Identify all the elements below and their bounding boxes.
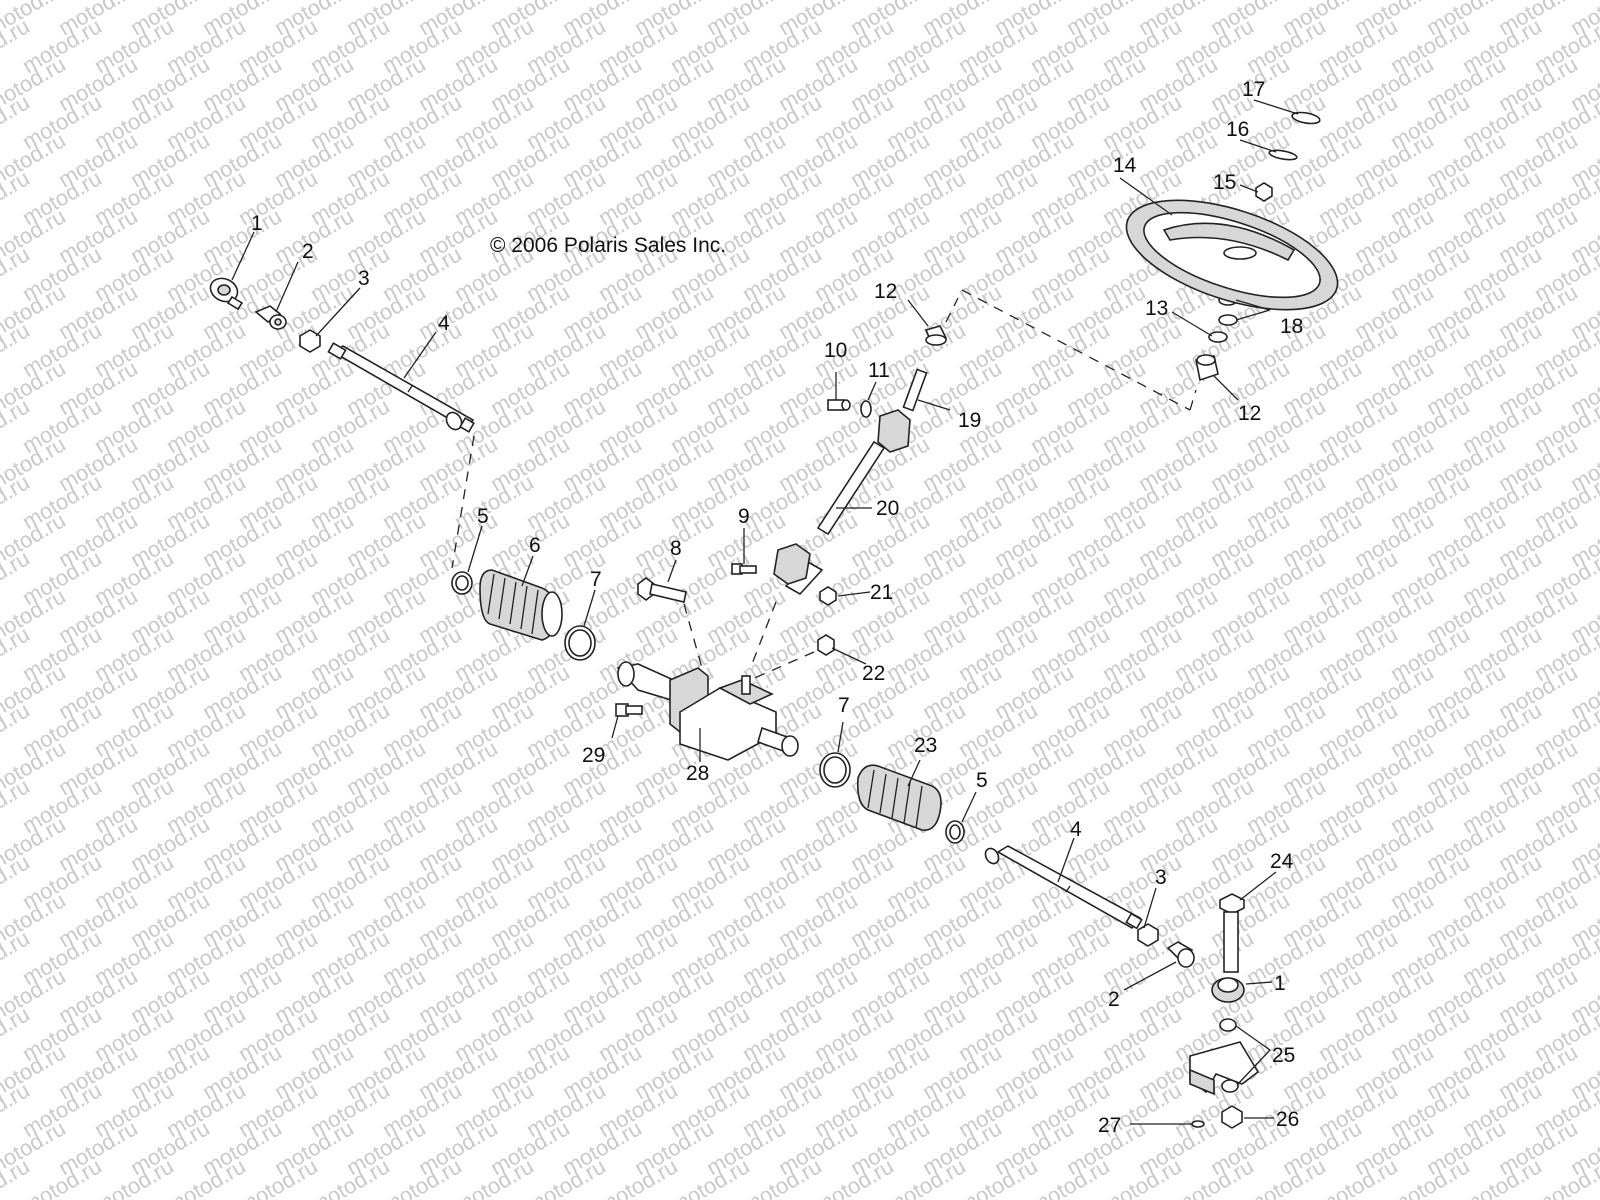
right-ring-5 bbox=[945, 820, 965, 844]
callout-2-left: 2 bbox=[302, 240, 314, 263]
right-clamp-7 bbox=[819, 752, 851, 788]
callout-28: 28 bbox=[686, 762, 709, 785]
callout-25: 25 bbox=[1272, 1044, 1295, 1067]
right-jam-nut-3 bbox=[1137, 923, 1159, 947]
leader-dash-22 bbox=[749, 651, 815, 681]
callout-23: 23 bbox=[914, 734, 937, 757]
right-tie-rod-4 bbox=[984, 845, 1143, 930]
leader-dash-20 bbox=[751, 601, 777, 665]
callout-4-right: 4 bbox=[1070, 818, 1082, 841]
callout-6: 6 bbox=[529, 534, 541, 557]
callout-13: 13 bbox=[1145, 297, 1168, 320]
cotter-pin-27 bbox=[1130, 1120, 1205, 1128]
callout-2-right: 2 bbox=[1108, 988, 1120, 1011]
upper-bushing-12 bbox=[924, 325, 948, 346]
callout-7-right: 7 bbox=[838, 694, 850, 717]
left-boot-2 bbox=[254, 305, 287, 330]
callout-19: 19 bbox=[958, 409, 981, 432]
washer-11 bbox=[860, 400, 872, 418]
steering-rack-28 bbox=[616, 661, 799, 761]
callout-17: 17 bbox=[1242, 78, 1265, 101]
leader-dash-column-2 bbox=[1189, 389, 1197, 411]
callout-24: 24 bbox=[1270, 850, 1294, 873]
callout-5-right: 5 bbox=[976, 769, 988, 792]
right-bellows-23 bbox=[856, 764, 942, 831]
leader-dash-4-5 bbox=[451, 435, 475, 569]
leader-dash-8 bbox=[683, 603, 703, 669]
callout-8: 8 bbox=[670, 537, 682, 560]
callout-7-left: 7 bbox=[590, 568, 602, 591]
callout-21: 21 bbox=[870, 581, 893, 604]
bolt-8 bbox=[637, 577, 687, 603]
bolt-29 bbox=[615, 703, 643, 717]
callout-1-left: 1 bbox=[251, 212, 263, 235]
left-ring-5 bbox=[451, 571, 473, 595]
callout-26: 26 bbox=[1276, 1108, 1299, 1131]
callout-1-right: 1 bbox=[1274, 972, 1286, 995]
callout-3-right: 3 bbox=[1155, 866, 1167, 889]
callout-16: 16 bbox=[1226, 118, 1249, 141]
left-rod-end-1 bbox=[209, 277, 244, 311]
callout-27: 27 bbox=[1098, 1114, 1121, 1137]
left-clamp-7 bbox=[564, 625, 596, 661]
callout-3-left: 3 bbox=[358, 267, 370, 290]
callout-14: 14 bbox=[1113, 154, 1137, 177]
callout-9: 9 bbox=[738, 505, 750, 528]
nut-15 bbox=[1255, 182, 1273, 202]
leader-lines bbox=[231, 99, 1299, 1119]
callout-4-left: 4 bbox=[438, 312, 450, 335]
right-boot-2 bbox=[1166, 941, 1195, 968]
bolt-24 bbox=[1219, 893, 1245, 973]
copyright-text: © 2006 Polaris Sales Inc. bbox=[490, 234, 726, 257]
leader-dash-12 bbox=[945, 297, 959, 323]
left-jam-nut-3 bbox=[299, 329, 321, 353]
nut-22 bbox=[817, 634, 835, 656]
callout-12-lower: 12 bbox=[1238, 402, 1261, 425]
callout-15: 15 bbox=[1213, 171, 1236, 194]
nut-26 bbox=[1221, 1105, 1243, 1129]
callout-5-left: 5 bbox=[477, 505, 489, 528]
callout-29: 29 bbox=[582, 744, 605, 767]
right-rod-end-1 bbox=[1211, 977, 1245, 1003]
callout-20: 20 bbox=[876, 497, 899, 520]
callout-22: 22 bbox=[862, 662, 885, 685]
bolt-10 bbox=[827, 399, 851, 411]
callout-11: 11 bbox=[868, 359, 890, 382]
left-tie-rod-4 bbox=[327, 342, 475, 433]
callout-18: 18 bbox=[1280, 315, 1303, 338]
callout-10: 10 bbox=[824, 339, 847, 362]
bolt-9 bbox=[731, 563, 757, 575]
left-bellows-6 bbox=[479, 569, 563, 641]
callout-12-upper: 12 bbox=[874, 280, 897, 303]
nut-21 bbox=[819, 586, 837, 606]
